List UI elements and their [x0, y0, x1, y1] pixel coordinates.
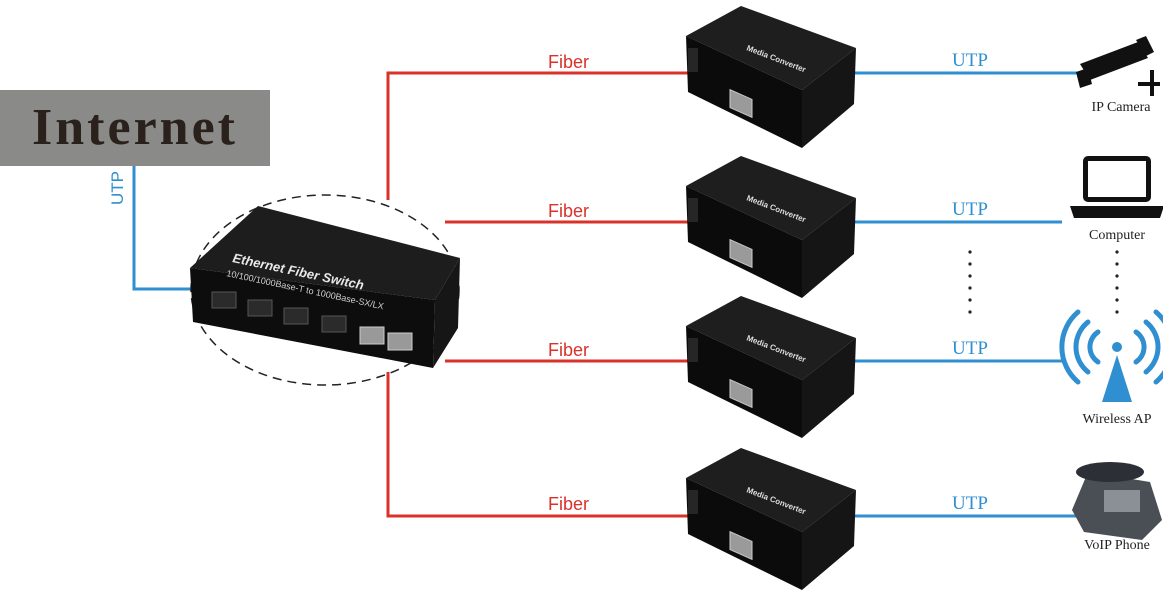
media-converter-2: Media Converter [685, 155, 857, 299]
fiber-line-1 [386, 71, 690, 200]
rj45-ports [359, 326, 413, 351]
utp-label-1: UTP [952, 50, 988, 71]
fiber-line-4 [386, 372, 690, 518]
device-label-computer: Computer [1089, 228, 1145, 243]
fiber-label-2: Fiber [548, 201, 590, 221]
internet-box [0, 90, 270, 166]
utp-label-4: UTP [952, 493, 988, 514]
device-label-ip-camera: IP Camera [1091, 100, 1151, 115]
device-label-voip-phone: VoIP Phone [1084, 538, 1150, 553]
fiber-label-4: Fiber [548, 494, 590, 514]
internet-label: Internet [32, 99, 238, 156]
ip-camera-icon [1076, 36, 1160, 96]
media-converter-1: Media Converter [685, 5, 857, 149]
laptop-icon [1070, 156, 1163, 218]
utp-label-3: UTP [952, 338, 988, 359]
fiber-label-3: Fiber [548, 340, 590, 360]
sfp-ports [211, 291, 347, 333]
switch-top-face [190, 206, 460, 300]
voip-phone-icon [1072, 462, 1162, 540]
ellipsis-dots-mid [968, 250, 972, 314]
switch-side-face [433, 258, 460, 368]
device-label-wireless-ap: Wireless AP [1082, 412, 1152, 427]
wireless-ap-mast [1102, 355, 1132, 402]
ellipsis-dots-right [1115, 250, 1119, 314]
wireless-ap-core [1112, 342, 1122, 352]
media-converter-3: Media Converter [685, 295, 857, 439]
utp-label-2: UTP [952, 199, 988, 220]
fiber-label-1: Fiber [548, 52, 590, 72]
uplink-utp-line [132, 166, 200, 291]
media-converter-4: Media Converter [685, 447, 857, 591]
